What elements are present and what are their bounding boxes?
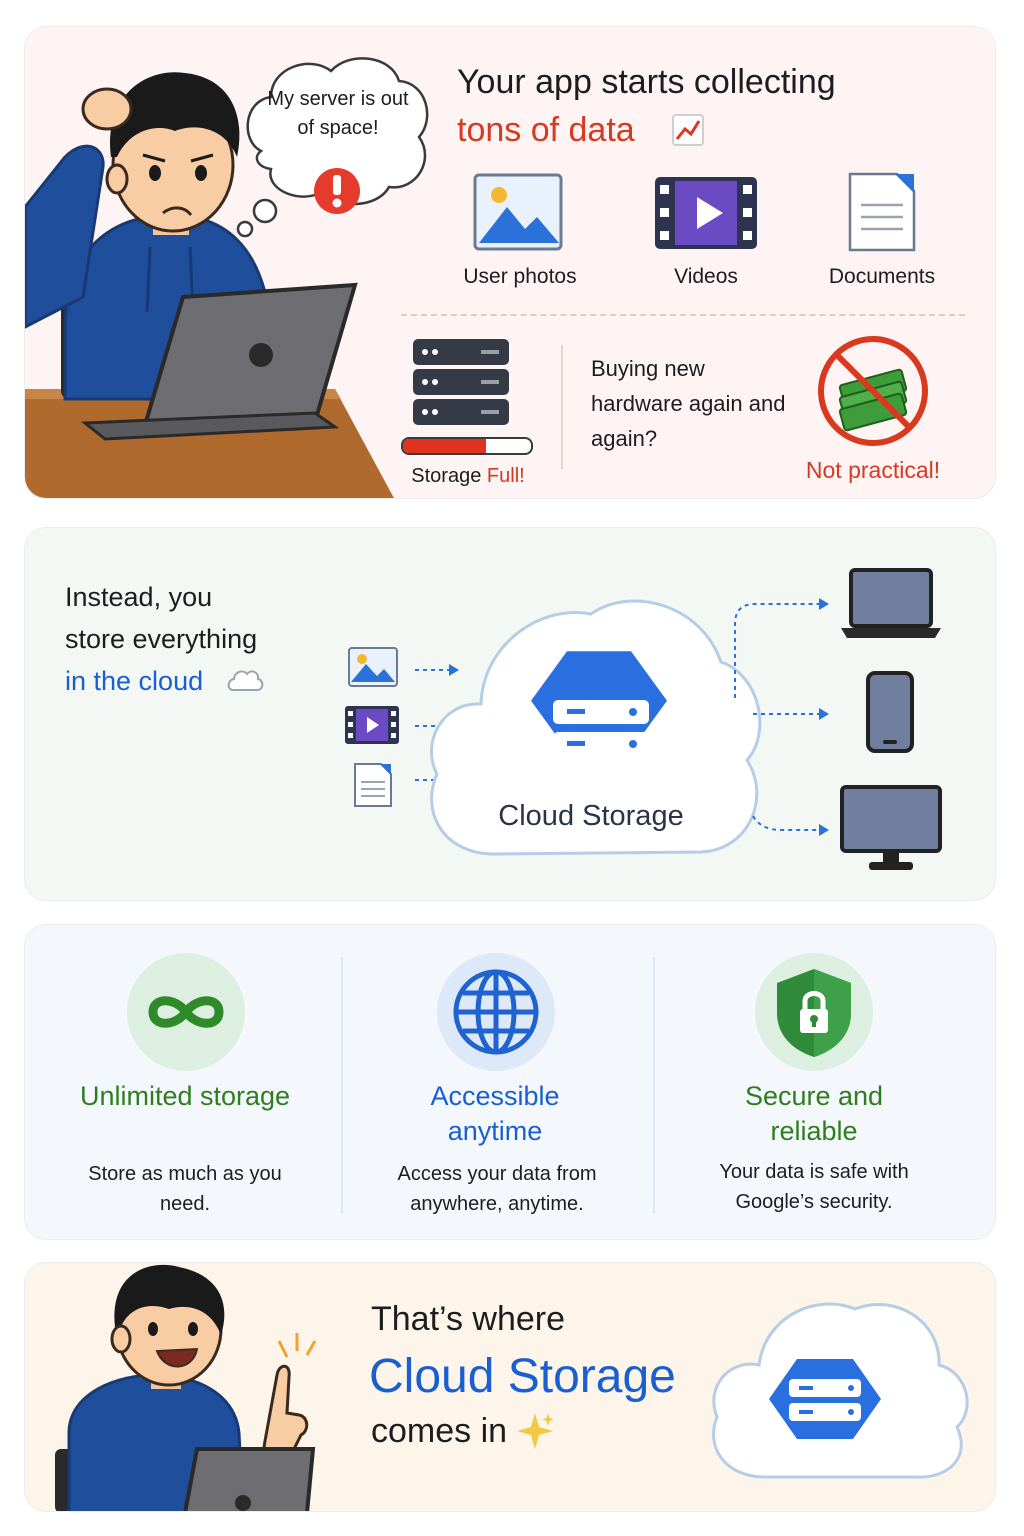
benefits-panel: Unlimited storage Store as much as you n…	[24, 924, 996, 1240]
benefit-title: Accessible anytime	[430, 1081, 560, 1146]
divider	[341, 957, 343, 1213]
data-type-label: Videos	[674, 265, 738, 288]
storage-label: Storage	[411, 465, 482, 487]
solution-line2: store everything	[65, 624, 258, 654]
closing-line3: comes in	[371, 1412, 508, 1450]
happy-developer-illustration	[55, 1264, 317, 1511]
thought-bubble	[236, 57, 429, 238]
no-money-icon	[818, 336, 928, 446]
sparkle-icon	[517, 1413, 554, 1449]
thought-text: My server is out of space!	[267, 88, 409, 139]
problem-title-line1: Your app starts collecting	[457, 63, 836, 101]
output-arrows	[734, 598, 829, 836]
globe-icon	[437, 953, 555, 1071]
solution-line3: in the cloud	[65, 666, 204, 696]
divider	[401, 314, 965, 316]
data-type-label: Documents	[828, 265, 936, 288]
storage-progress-bar	[401, 437, 533, 455]
benefit-title: Secure and reliable	[744, 1081, 884, 1146]
document-icon	[354, 763, 392, 807]
cloud-storage-cloud	[430, 599, 762, 856]
solution-line1: Instead, you	[65, 582, 213, 612]
benefit-desc: Store as much as you need.	[88, 1163, 282, 1215]
data-type-label: User photos	[463, 265, 577, 288]
benefit-title: Unlimited storage	[79, 1081, 291, 1111]
monitor-icon	[840, 785, 942, 870]
storage-status: Storage Full!	[383, 465, 553, 488]
video-icon	[345, 706, 399, 744]
server-icon	[413, 339, 509, 425]
photo-icon	[473, 173, 563, 251]
worried-developer-illustration	[25, 72, 394, 498]
closing-line1: That’s where	[371, 1300, 566, 1338]
document-icon	[848, 172, 916, 252]
infinity-icon	[127, 953, 245, 1071]
problem-title-line2: tons of data	[457, 111, 635, 149]
divider	[653, 957, 655, 1213]
cloud-storage-cloud	[712, 1302, 969, 1479]
cloud-storage-label: Cloud Storage	[498, 800, 684, 832]
photo-icon	[348, 647, 398, 687]
chart-up-icon	[672, 114, 704, 146]
benefit-desc: Your data is safe with Google’s security…	[719, 1161, 909, 1213]
hardware-question: Buying new hardware again and again?	[591, 356, 786, 451]
video-icon	[655, 177, 757, 249]
not-practical-label: Not practical!	[805, 457, 941, 483]
storage-full-label: Full!	[486, 465, 525, 487]
closing-line2: Cloud Storage	[369, 1350, 676, 1403]
divider	[561, 345, 563, 469]
problem-panel: My server is out of space! Your app star…	[24, 26, 996, 499]
phone-icon	[866, 671, 914, 753]
closing-panel: That’s where Cloud Storage comes in	[24, 1262, 996, 1512]
benefit-desc: Access your data from anywhere, anytime.	[397, 1163, 597, 1215]
solution-panel: Instead, you store everything in the clo…	[24, 527, 996, 901]
cloud-icon	[227, 670, 264, 691]
shield-lock-icon	[755, 953, 873, 1071]
laptop-icon	[841, 568, 941, 638]
